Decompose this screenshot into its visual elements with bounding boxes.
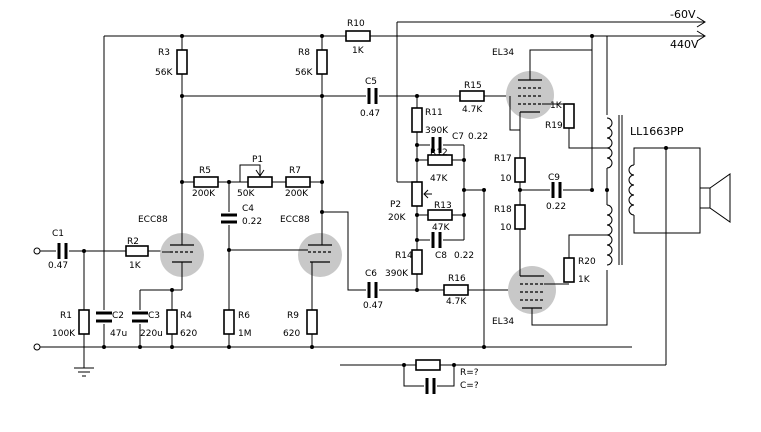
c6-value: 0.47 — [363, 301, 383, 311]
rail-pos-440v: 440V — [104, 30, 706, 51]
res-r10 — [345, 22, 398, 182]
c6-name: C6 — [365, 269, 377, 279]
p2-tube-label: EL34 — [492, 317, 514, 327]
r14-value: 390K — [385, 269, 409, 279]
r14-name: R14 — [395, 251, 413, 261]
r3-name: R3 — [158, 48, 170, 58]
r3-value: 56K — [155, 68, 173, 78]
r1-name: R1 — [60, 311, 72, 321]
r9-name: R9 — [287, 311, 299, 321]
r11-value: 390K — [425, 126, 449, 136]
c1-value: 0.47 — [48, 261, 68, 271]
c5-name: C5 — [365, 77, 377, 87]
r4-name: R4 — [180, 311, 192, 321]
feedback-network: R=? C=? — [340, 146, 668, 394]
r1-value: 100K — [52, 329, 76, 339]
r8-name: R8 — [298, 48, 310, 58]
r7-name: R7 — [289, 166, 301, 176]
r20-value: 1K — [578, 275, 591, 285]
p2-name: P2 — [390, 200, 401, 210]
balance-network — [182, 164, 322, 349]
c1-name: C1 — [52, 229, 64, 239]
cap-c5 — [182, 88, 460, 104]
c8-value: 0.22 — [454, 251, 474, 261]
r2-name: R2 — [127, 237, 139, 247]
v2-label: ECC88 — [280, 215, 310, 225]
c7-name: C7 — [452, 132, 464, 142]
r15-value: 4.7K — [462, 105, 483, 115]
r5-name: R5 — [199, 166, 211, 176]
p2-value: 20K — [388, 213, 406, 223]
r4-value: 620 — [180, 329, 197, 339]
cap-c9 — [520, 36, 594, 198]
r15-name: R15 — [464, 81, 482, 91]
c3-value: 220u — [140, 329, 163, 339]
r19-value: 1K — [550, 101, 563, 111]
c2-name: C2 — [112, 311, 124, 321]
p1-tube-label: EL34 — [492, 48, 514, 58]
bias-network — [397, 96, 484, 290]
r9-value: 620 — [283, 329, 300, 339]
cap-c6 — [322, 211, 444, 298]
feedback-c-label: C=? — [460, 381, 479, 391]
transformer-label: LL1663PP — [630, 125, 684, 138]
transformer: LL1663PP — [605, 36, 701, 266]
p1-name: P1 — [252, 155, 263, 165]
r12-value: 47K — [430, 174, 448, 184]
r17-value: 10 — [500, 174, 512, 184]
p1-value: 50K — [237, 189, 255, 199]
r6-value: 1M — [238, 329, 252, 339]
r10-name: R10 — [347, 19, 365, 29]
r13-value: 47K — [432, 223, 450, 233]
r8-value: 56K — [295, 68, 313, 78]
r12-name: R12 — [430, 148, 448, 158]
r16-name: R16 — [448, 274, 466, 284]
r20-name: R20 — [578, 257, 596, 267]
rail-pos-label: 440V — [670, 38, 699, 51]
component-labels: C1 0.47 R2 1K R1 100K C2 47u C3 220u R4 … — [48, 19, 596, 339]
r7-value: 200K — [285, 189, 309, 199]
c9-value: 0.22 — [546, 202, 566, 212]
cap-c2 — [96, 36, 112, 349]
c3-name: C3 — [148, 311, 160, 321]
r17-name: R17 — [494, 154, 512, 164]
res-r3 — [176, 34, 188, 184]
r16-value: 4.7K — [446, 297, 467, 307]
r5-value: 200K — [192, 189, 216, 199]
r11-name: R11 — [425, 108, 443, 118]
r2-value: 1K — [129, 261, 142, 271]
c4-value: 0.22 — [242, 217, 262, 227]
feedback-r-label: R=? — [460, 368, 479, 378]
r18-value: 10 — [500, 223, 512, 233]
grid-stoppers — [443, 90, 510, 296]
c8-name: C8 — [435, 251, 447, 261]
c4-name: C4 — [242, 204, 254, 214]
r10-value: 1K — [352, 46, 365, 56]
v1-label: ECC88 — [138, 215, 168, 225]
cap-c3-r4 — [132, 288, 182, 349]
speaker-icon — [699, 173, 731, 223]
c9-name: C9 — [548, 173, 560, 183]
c5-value: 0.47 — [360, 109, 380, 119]
tube-p1 — [506, 34, 607, 205]
tube-v2 — [229, 96, 342, 349]
rail-neg-60v: -60V — [397, 8, 706, 28]
tube-v1 — [160, 96, 204, 290]
rail-neg-label: -60V — [670, 8, 696, 21]
r6-name: R6 — [238, 311, 250, 321]
res-r8 — [316, 34, 328, 96]
c2-value: 47u — [110, 329, 127, 339]
r13-name: R13 — [434, 201, 452, 211]
r18-name: R18 — [494, 205, 512, 215]
c7-value: 0.22 — [468, 132, 488, 142]
r19-name: R19 — [545, 121, 563, 131]
tube-p2 — [482, 188, 608, 349]
